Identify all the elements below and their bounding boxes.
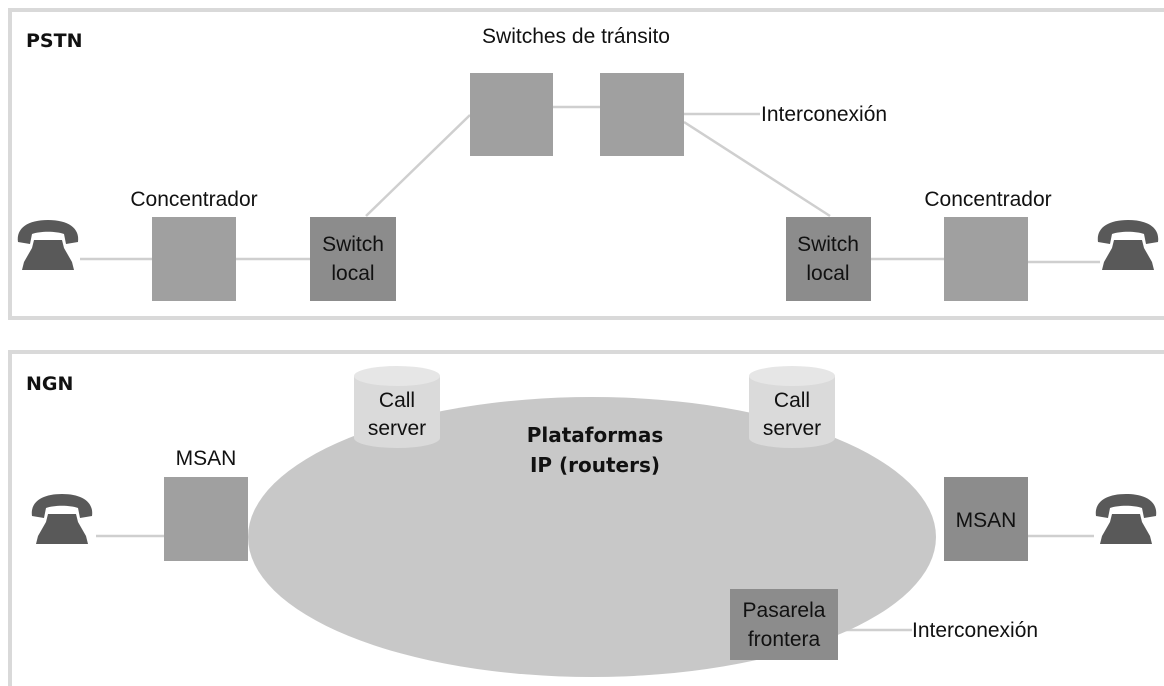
telephone-icon [1095, 494, 1157, 544]
pstn-interconnection-label: Interconexión [761, 103, 887, 126]
msan-left-box [164, 477, 248, 561]
call-server-right-line2: server [763, 417, 821, 440]
concentrator-left-box [152, 217, 236, 301]
transit-switch-right-box [600, 73, 684, 156]
ngn-frame [8, 350, 1164, 686]
telephone-icon [1097, 220, 1159, 270]
pstn-links [80, 105, 1100, 264]
border-gateway-line1: Pasarela [743, 599, 826, 622]
switch-local-right-box [786, 217, 871, 301]
pstn-frame [8, 8, 1164, 320]
concentrator-right-label: Concentrador [924, 188, 1051, 211]
pstn-title: PSTN [26, 30, 82, 52]
telephone-icon [31, 494, 93, 544]
call-server-right-line1: Call [774, 389, 810, 412]
call-server-left-line2: server [368, 417, 426, 440]
msan-right-label: MSAN [956, 509, 1017, 532]
call-server-left: Call server [354, 366, 440, 448]
link-transit-switch-right [683, 120, 831, 218]
switch-local-left-box [310, 217, 396, 301]
msan-left-label: MSAN [176, 447, 237, 470]
border-gateway-line2: frontera [748, 628, 821, 651]
switch-local-left-line1: Switch [322, 233, 384, 256]
link-switch-transit-left [365, 114, 471, 217]
telephone-icon [17, 220, 79, 270]
ngn-panel: NGN Plataformas IP (routers) Call server… [8, 350, 1164, 686]
transit-switches-label: Switches de tránsito [482, 25, 670, 48]
transit-switch-left-box [470, 73, 553, 156]
ip-platform-line2: IP (routers) [530, 453, 660, 477]
switch-local-right-line1: Switch [797, 233, 859, 256]
border-gateway-box [730, 589, 838, 660]
ngn-interconnection-label: Interconexión [912, 619, 1038, 642]
pstn-panel: PSTN Concentrador Concentrador Switch lo… [8, 8, 1164, 320]
switch-local-right-line2: local [806, 262, 849, 285]
call-server-right: Call server [749, 366, 835, 448]
ip-platform-line1: Plataformas [527, 423, 664, 447]
concentrator-left-label: Concentrador [130, 188, 257, 211]
call-server-left-line1: Call [379, 389, 415, 412]
concentrator-right-box [944, 217, 1028, 301]
switch-local-left-line2: local [331, 262, 374, 285]
ngn-title: NGN [26, 373, 73, 395]
msan-right-box [944, 477, 1028, 561]
